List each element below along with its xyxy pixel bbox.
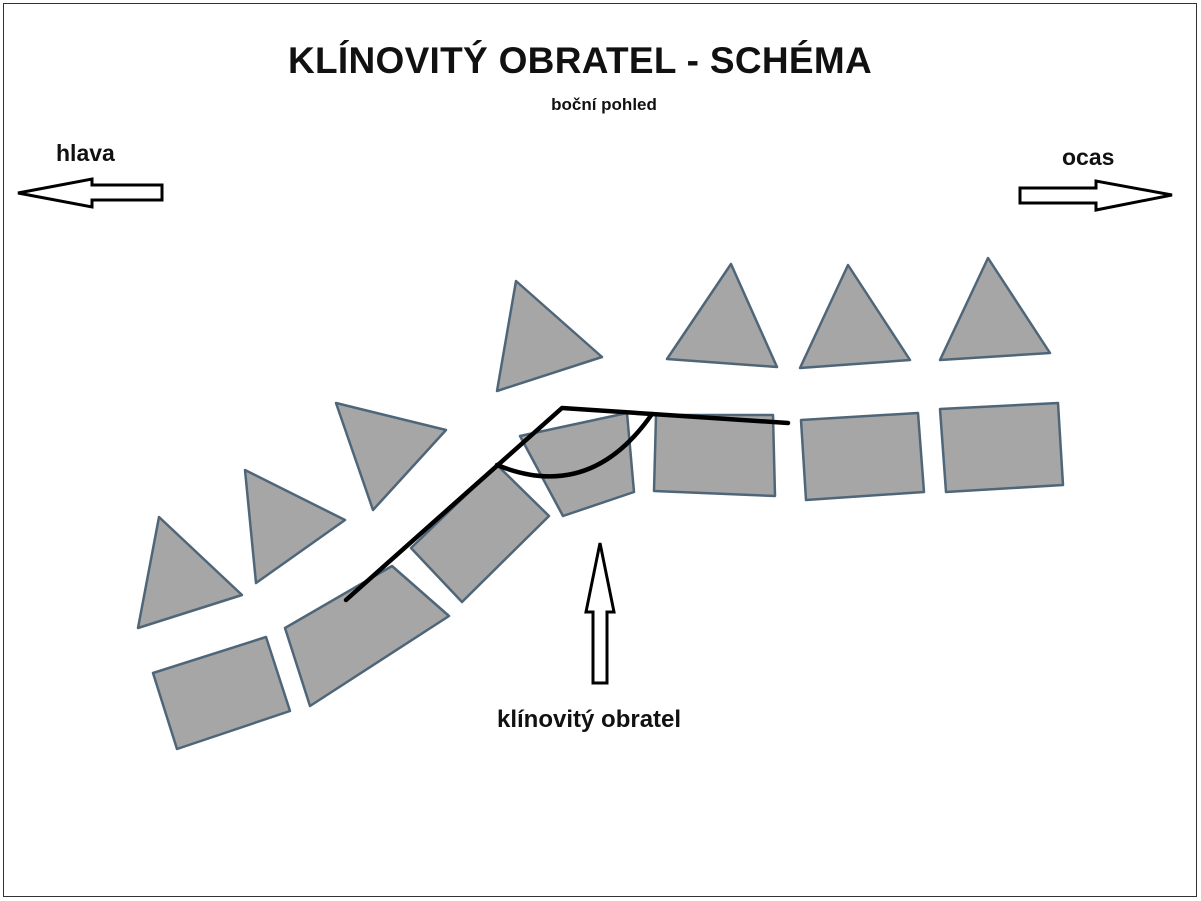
vertebral-body-2 (283, 564, 451, 708)
vertebral-body-3 (409, 463, 551, 604)
spinous-process-5 (665, 262, 779, 369)
tail-direction-arrow (1018, 179, 1173, 212)
spinous-process-2 (243, 468, 347, 585)
vertebral-body-5 (652, 413, 777, 498)
wedge-vertebra-pointer-arrow (584, 542, 616, 685)
head-direction-label: hlava (56, 140, 115, 166)
spine-axis-angle-line (343, 405, 791, 603)
spinous-process-6 (798, 263, 912, 370)
spinous-process-7 (938, 256, 1052, 362)
spinous-process-1 (136, 515, 244, 630)
vertebral-body-6 (799, 411, 926, 502)
vertebral-body-wedge (518, 411, 636, 518)
wedge-vertebra-label: klínovitý obratel (497, 706, 682, 733)
diagram-title: KLÍNOVITÝ OBRATEL - SCHÉMA (287, 40, 873, 81)
spinous-process-3 (334, 401, 448, 512)
angle-arc (494, 411, 655, 479)
diagram-subtitle: boční pohled (551, 95, 657, 114)
head-direction-arrow (17, 177, 164, 209)
tail-direction-label: ocas (1062, 144, 1115, 170)
spinous-process-4 (495, 279, 604, 393)
image-frame (3, 3, 1197, 897)
vertebral-body-7 (938, 401, 1065, 494)
vertebral-body-1 (151, 635, 292, 751)
